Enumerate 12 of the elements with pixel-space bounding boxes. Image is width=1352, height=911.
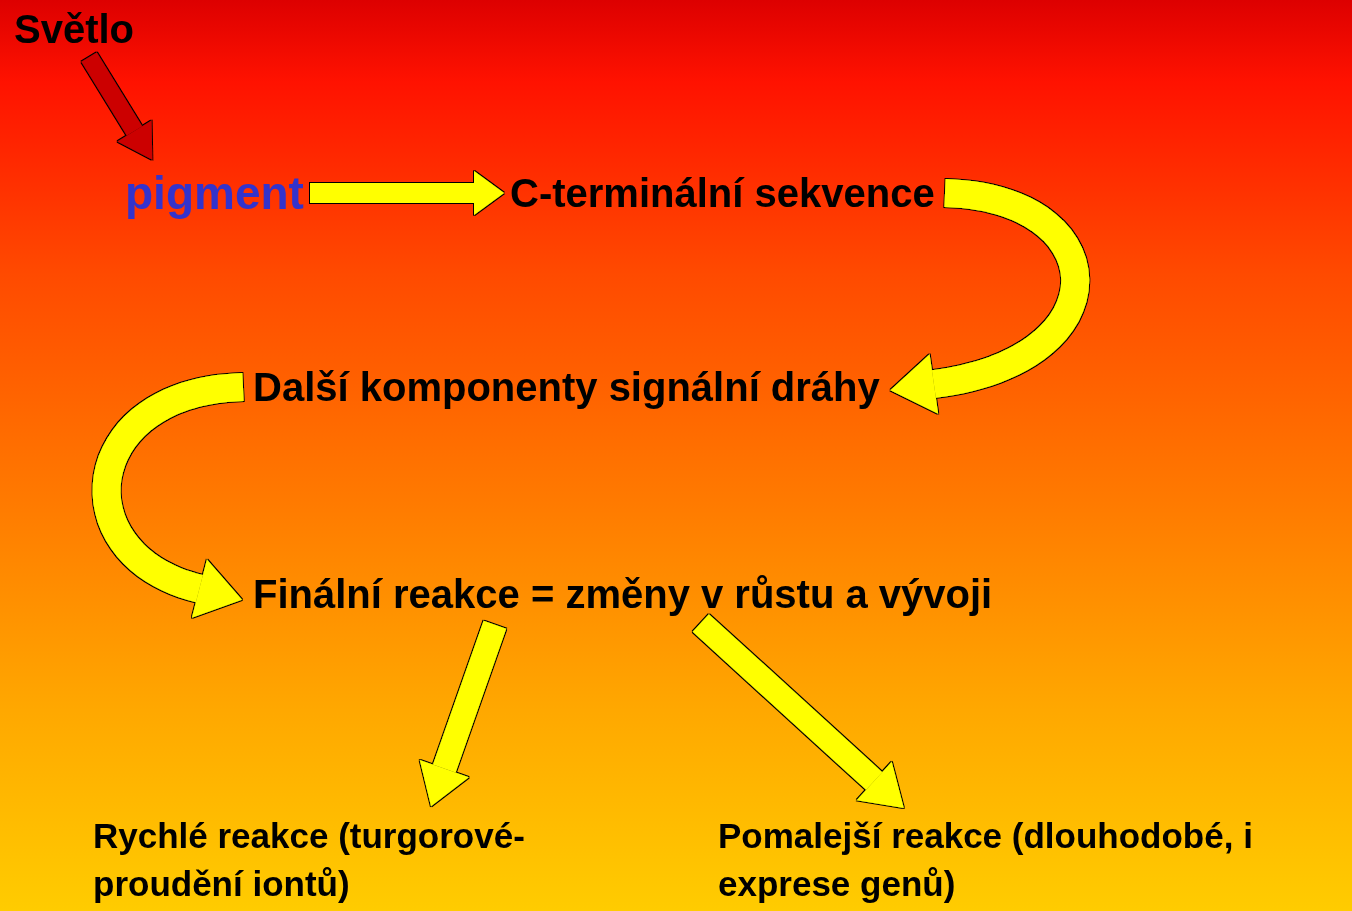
step-label: Pomalejší reakce (dlouhodobé, i exprese genů) <box>718 812 1352 908</box>
block-arrow <box>419 620 507 807</box>
step-label: Světlo <box>14 6 135 52</box>
step-label: Rychlé reakce (turgorové- proudění iontů) <box>93 812 653 908</box>
block-arrow <box>692 614 904 808</box>
block-arrow <box>310 171 504 215</box>
step-label: Finální reakce = změny v růstu a vývoji <box>253 569 993 619</box>
block-arrow <box>890 179 1090 414</box>
block-arrow <box>81 52 153 160</box>
step-label: pigment <box>125 165 304 221</box>
step-label: Další komponenty signální dráhy <box>253 362 880 412</box>
step-label: C-terminální sekvence <box>510 168 935 218</box>
